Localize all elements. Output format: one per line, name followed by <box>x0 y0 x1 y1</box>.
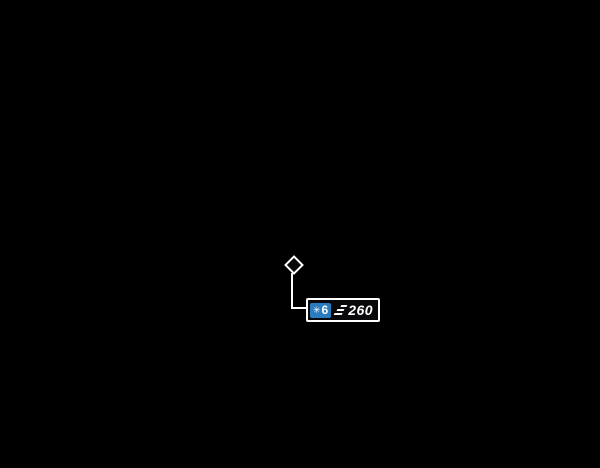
marker-value: 260 <box>348 302 374 318</box>
unit-marker-label[interactable]: ✳ 6 260 <box>306 298 381 322</box>
marker-leader-line <box>291 273 293 309</box>
marker-leader-foot <box>291 307 307 309</box>
diamond-marker-icon[interactable] <box>284 255 304 275</box>
badge-count: 6 <box>321 303 329 317</box>
player-count-badge: ✳ 6 <box>310 302 332 318</box>
sun-icon: ✳ <box>313 304 321 315</box>
speed-lines-icon <box>333 305 348 315</box>
